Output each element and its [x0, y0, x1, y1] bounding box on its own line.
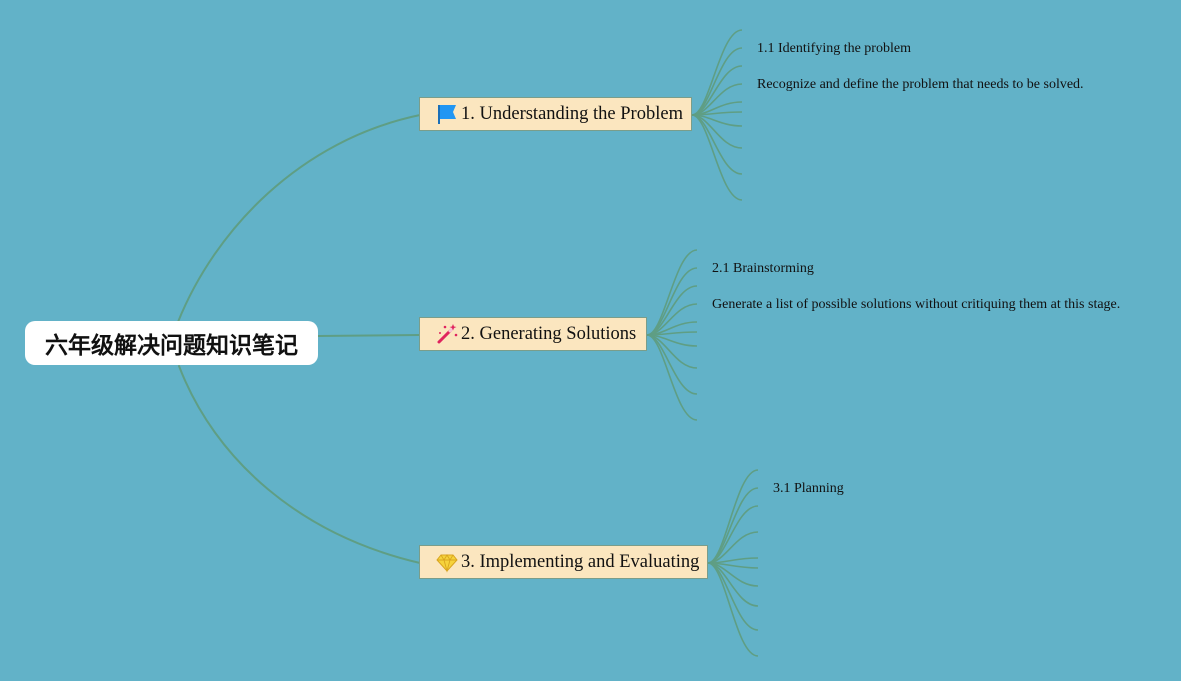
sub-branch-fan-2	[646, 249, 698, 421]
sub-branch-fan-1	[691, 29, 743, 201]
sub-branch-curve	[646, 334, 698, 421]
root-topic[interactable]: 六年级解决问题知识笔记	[25, 321, 318, 365]
sub-branch-curve	[691, 47, 743, 116]
topic-understanding-the-problem[interactable]: 1. Understanding the Problem	[419, 97, 692, 131]
blue-flag-icon	[436, 103, 458, 125]
sub-branch-curve	[691, 114, 743, 201]
root-topic-label: 六年级解决问题知识笔记	[45, 333, 298, 359]
sub-branch-fan-3	[707, 469, 759, 657]
subtopic-brainstorming[interactable]: 2.1 Brainstorming	[712, 261, 814, 276]
sub-branch-curve	[707, 562, 759, 631]
branch-root-topic-2	[317, 334, 421, 337]
subtopic-identifying-the-problem[interactable]: 1.1 Identifying the problem	[757, 41, 911, 56]
topic-implementing-and-evaluating[interactable]: 3. Implementing and Evaluating	[419, 545, 708, 579]
sub-branch-curve	[707, 469, 759, 564]
topic-label: 1. Understanding the Problem	[461, 103, 683, 124]
gem-icon	[436, 551, 458, 573]
sub-branch-curve	[646, 267, 698, 336]
detail-identifying-the-problem[interactable]: Recognize and define the problem that ne…	[757, 77, 1084, 92]
magic-wand-icon	[436, 323, 458, 345]
detail-brainstorming[interactable]: Generate a list of possible solutions wi…	[712, 297, 1121, 312]
subtopic-planning[interactable]: 3.1 Planning	[773, 481, 844, 496]
sub-branch-curve	[646, 334, 698, 395]
branch-root-topic-3	[178, 365, 421, 564]
sub-branch-curve	[707, 487, 759, 564]
topic-label: 2. Generating Solutions	[461, 323, 637, 344]
branch-root-topic-1	[177, 114, 421, 323]
sub-branch-curve	[691, 114, 743, 175]
topic-generating-solutions[interactable]: 2. Generating Solutions	[419, 317, 647, 351]
sub-branch-curve	[707, 562, 759, 657]
sub-branch-curve	[707, 505, 759, 564]
topic-label: 3. Implementing and Evaluating	[461, 551, 700, 572]
